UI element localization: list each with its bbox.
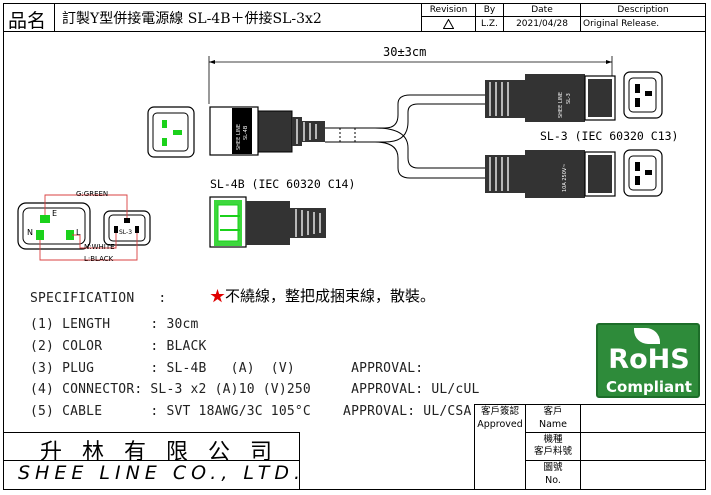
plug-sl4b-side	[209, 196, 326, 248]
rohs-bottom: Compliant	[606, 378, 692, 396]
spec-heading: SPECIFICATION :	[30, 291, 167, 306]
star-icon: ★	[210, 287, 226, 305]
company-cn: 升林有限公司	[40, 440, 293, 465]
dimension-label: 30±3cm	[383, 45, 427, 59]
spec-line-5: (5) CABLE : SVT 18AWG/3C 105°C APPROVAL:…	[30, 404, 472, 419]
rohs-logo: RoHS Compliant	[596, 323, 700, 398]
rev-description: Original Release.	[583, 19, 660, 29]
plug-face-left	[147, 106, 195, 158]
svg-text:SHEE LINE: SHEE LINE	[558, 92, 564, 118]
approval-model-value	[580, 432, 706, 461]
connector-sl3-top: SHEE LINE SL-3	[485, 74, 616, 122]
sl4b-label: SL-4B (IEC 60320 C14)	[210, 177, 356, 191]
wire-green-label: G:GREEN	[76, 190, 109, 198]
note: ★不繞線，整把成捆束線，散裝。	[210, 285, 435, 306]
svg-text:SL-3: SL-3	[566, 93, 572, 104]
approval-no-value	[580, 460, 706, 490]
title-name: 訂製Y型併接電源線 SL-4B＋併接SL-3x2	[62, 11, 322, 27]
pin-e-label: E	[52, 209, 58, 218]
spec-line-3: (3) PLUG : SL-4B (A) (V) APPROVAL:	[30, 361, 424, 376]
drawing-no-label: 圖號	[543, 462, 563, 473]
connector-face-bottom	[623, 149, 663, 197]
wire-black-label: L:BLACK	[84, 255, 114, 263]
no-label: No.	[545, 475, 561, 486]
rev-row-description	[580, 16, 706, 32]
company-divider	[3, 460, 300, 461]
wiring-diagram	[17, 194, 151, 261]
pin-n-label: N	[27, 228, 33, 237]
title-label: 品名	[8, 10, 47, 32]
customer-pn-label: 客戶料號	[533, 446, 572, 457]
cable-main	[325, 94, 485, 179]
spec-line-4: (4) CONNECTOR: SL-3 x2 (A)10 (V)250 APPR…	[30, 382, 480, 397]
pin-l-label: L	[76, 228, 81, 237]
leaf-icon	[634, 328, 660, 344]
rev-header-revision-text: Revision	[429, 5, 468, 15]
connector-face-top	[623, 71, 663, 119]
name-label: Name	[538, 419, 568, 430]
rev-header-description-text: Description	[617, 5, 669, 15]
approved-label: Approved	[477, 419, 523, 430]
plug-vertical-text: SHEE LINE	[236, 124, 242, 150]
dimension-30cm	[208, 56, 613, 104]
model-label: 機種	[543, 434, 563, 445]
wire-white-label: N:WHITE	[84, 243, 115, 251]
rev-date: 2021/04/28	[516, 19, 568, 29]
spec-line-1: (1) LENGTH : 30cm	[30, 317, 199, 332]
customer-sign-label: 客戶簽認	[480, 406, 519, 417]
plug-sl4b-top: SHEE LINE SL-4B	[209, 106, 325, 156]
sl3-small-label: SL-3	[119, 229, 133, 236]
rev-header-date-text: Date	[531, 5, 553, 15]
note-text: 不繞線，整把成捆束線，散裝。	[225, 287, 436, 305]
company-block	[3, 432, 300, 490]
rev-by: L.Z.	[481, 19, 498, 29]
rohs-top: RoHS	[608, 344, 690, 375]
approval-customer-value	[580, 404, 706, 433]
svg-text:10A 250V~: 10A 250V~	[562, 163, 568, 192]
customer-label: 客戶	[543, 406, 563, 417]
connector-sl3-bottom: 10A 250V~	[485, 150, 616, 198]
svg-text:SL-4B: SL-4B	[243, 125, 249, 140]
rev-header-by-text: By	[483, 5, 496, 15]
spec-line-2: (2) COLOR : BLACK	[30, 339, 207, 354]
company-en: SHEE LINE CO., LTD.	[18, 462, 305, 484]
sl3-label: SL-3 (IEC 60320 C13)	[540, 129, 679, 143]
revision-triangle-icon	[443, 19, 454, 29]
